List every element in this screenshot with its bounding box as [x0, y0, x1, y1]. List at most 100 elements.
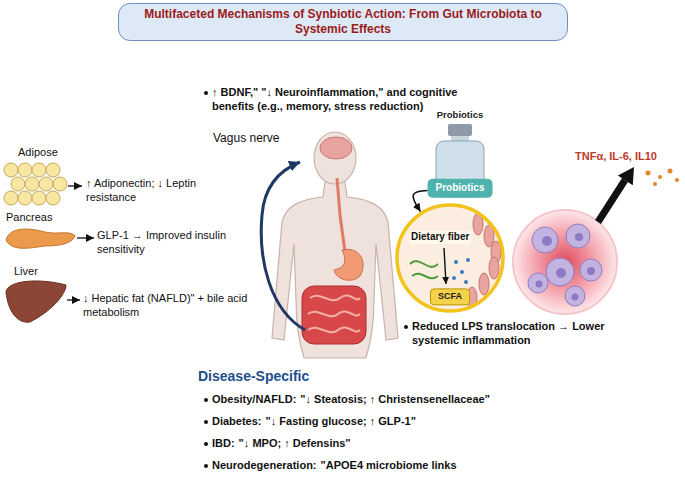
- cytokine-dot: [653, 182, 657, 186]
- villus: [489, 257, 499, 279]
- fat-cell: [4, 163, 18, 177]
- bottle-label: Probiotics: [436, 182, 485, 195]
- scfa-dot: [460, 270, 464, 274]
- cell-nucleus: [536, 281, 543, 288]
- fermentation-arrow: [444, 248, 446, 284]
- organ-effect: ↑ Adiponectin; ↓ Leptin resistance: [86, 177, 221, 205]
- immune-cell: [580, 259, 602, 281]
- cytokine-arrowhead: [618, 167, 634, 185]
- brain-shape: [320, 137, 352, 159]
- fat-cell: [53, 177, 67, 191]
- fat-cell: [32, 163, 46, 177]
- organ-arrow: [67, 299, 80, 300]
- gut-zoom-circle: Dietary fiberSCFA: [394, 202, 506, 314]
- flow-arrow: [413, 190, 427, 211]
- vagus-arrow: [261, 162, 305, 330]
- adipose-cells: [4, 163, 67, 205]
- probiotic-label: ProbioticsProbiotics: [428, 179, 493, 198]
- fat-cell: [4, 191, 18, 205]
- intestine-fold: [308, 327, 360, 332]
- disease-name: Diabetes:: [212, 415, 262, 429]
- disease-name: Obesity/NAFLD:: [212, 393, 296, 407]
- cytokine-label: TNFα, IL-6, IL10: [575, 150, 657, 164]
- fat-cell: [39, 177, 53, 191]
- disease-name: Neurodegeneration:: [212, 459, 317, 473]
- cell-nucleus: [556, 268, 566, 278]
- cytokine-dot: [646, 171, 651, 176]
- organ-label: Pancreas: [6, 211, 52, 225]
- cytokine-arrow: [598, 180, 625, 222]
- probiotic-bottle: [436, 124, 484, 197]
- bottle-body: [436, 141, 484, 197]
- zoom-caption: Dietary fiber: [409, 231, 471, 244]
- effect-note: ↑ BDNF," "↓ Neuroinflammation," and cogn…: [212, 86, 497, 114]
- intestine-fold: [308, 311, 360, 316]
- immune-cell: [532, 227, 558, 253]
- organ-arrow: [68, 185, 82, 186]
- bottle-cap: [448, 124, 472, 136]
- nerve-label: Vagus nerve: [213, 131, 280, 146]
- scfa-dot: [452, 276, 456, 280]
- fat-cell: [46, 191, 60, 205]
- liver-shape: [6, 281, 66, 322]
- immune-cell: [565, 286, 585, 306]
- cell-nucleus: [542, 236, 552, 246]
- zoom-fill: [397, 205, 503, 311]
- fiber-strand: [410, 261, 438, 267]
- fat-cell: [11, 177, 25, 191]
- immune-cell: [528, 273, 548, 293]
- effect-note: Reduced LPS translocation → Lower system…: [412, 320, 637, 348]
- cytokine-dot: [668, 169, 673, 174]
- illustration-part: [536, 233, 596, 301]
- bullet-dot: [204, 398, 208, 402]
- disease-effect: "↓ Fasting glucose; ↑ GLP-1": [266, 415, 416, 429]
- fat-cell: [18, 191, 32, 205]
- fat-cell: [46, 163, 60, 177]
- illustration-part: [528, 224, 602, 306]
- villus: [479, 273, 489, 295]
- scfa-box: SCFA: [430, 288, 470, 305]
- bottle-heading: Probiotics: [437, 109, 483, 121]
- organ-label: Adipose: [18, 146, 58, 160]
- scfa-dot: [464, 280, 468, 284]
- cytokine-dot: [658, 175, 662, 179]
- bullet-dot: [404, 325, 408, 329]
- zoom-border: [397, 205, 503, 311]
- scfa-dot: [454, 260, 458, 264]
- organ-label: Liver: [14, 265, 38, 279]
- body-outline: [272, 182, 398, 358]
- intestine-fold: [310, 295, 360, 300]
- organ-arrow: [77, 237, 94, 238]
- inflammation-circle: [513, 210, 617, 314]
- stomach-shape: [334, 249, 363, 280]
- section-heading: Disease-Specific: [198, 368, 309, 386]
- bullet-dot: [204, 464, 208, 468]
- diagram-title: Multifaceted Mechanisms of Synbiotic Act…: [129, 7, 557, 37]
- immune-cell: [546, 258, 574, 286]
- intestine-shape: [302, 286, 366, 344]
- immune-cell: [566, 224, 590, 248]
- cell-nucleus: [572, 294, 579, 301]
- fat-cell: [32, 191, 46, 205]
- disease-name: IBD:: [212, 437, 235, 451]
- fat-cell: [18, 163, 32, 177]
- disease-effect: "↓ MPO; ↑ Defensins": [239, 437, 351, 451]
- disease-effect: "APOE4 microbiome links: [321, 459, 457, 473]
- esophagus: [337, 178, 345, 252]
- disease-effect: "↓ Steatosis; ↑ Christensenellaceae": [300, 393, 490, 407]
- cell-nucleus: [587, 267, 595, 275]
- fiber-strand: [412, 274, 438, 279]
- head-outline: [314, 132, 356, 184]
- inflammation-zoom: [513, 210, 617, 314]
- cytokine-dots: [646, 169, 680, 187]
- cell-nucleus: [575, 233, 583, 241]
- title-banner: Multifaceted Mechanisms of Synbiotic Act…: [118, 3, 568, 41]
- bullet-dot: [204, 420, 208, 424]
- cytokine-dot: [675, 178, 679, 182]
- organ-effect: GLP-1 → Improved insulin sensitivity: [97, 229, 237, 257]
- bullet-dot: [204, 442, 208, 446]
- scfa-dot: [466, 258, 470, 262]
- pancreas-shape: [6, 229, 75, 248]
- fat-cell: [25, 177, 39, 191]
